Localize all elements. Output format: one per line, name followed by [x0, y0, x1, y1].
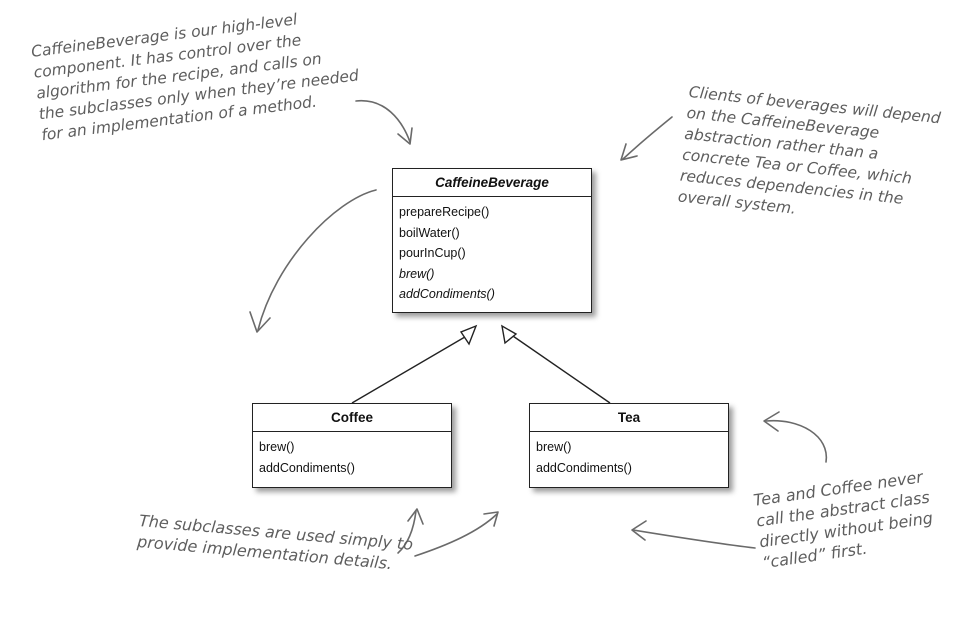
class-box-caffeine-beverage: CaffeineBeverage prepareRecipe() boilWat… — [392, 168, 592, 313]
arrow-to-tea-icon — [763, 411, 828, 463]
method-item: pourInCup() — [399, 246, 466, 260]
class-name: CaffeineBeverage — [393, 169, 591, 197]
class-box-coffee: Coffee brew() addCondiments() — [252, 403, 452, 488]
class-name: Tea — [530, 404, 728, 432]
arrow-to-caffeine-icon — [355, 100, 413, 145]
class-name: Coffee — [253, 404, 451, 432]
arrow-to-caffeine-from-right-icon — [620, 116, 673, 161]
inheritance-coffee — [351, 324, 478, 404]
annotation-clients-depend: Clients of beverages will depend on the … — [677, 82, 942, 234]
method-item: addCondiments() — [536, 460, 632, 475]
arrow-to-bottom-icon — [631, 520, 756, 549]
arrow-to-subclasses-icon — [414, 511, 499, 557]
method-item: brew() — [536, 440, 572, 454]
arrow-up-small-icon — [397, 508, 424, 554]
class-box-tea: Tea brew() addCondiments() — [529, 403, 729, 488]
method-item: addCondiments() — [399, 287, 495, 301]
method-item: brew() — [399, 266, 435, 281]
method-list: brew() addCondiments() — [530, 432, 728, 484]
method-list: brew() addCondiments() — [253, 432, 451, 484]
inheritance-tea — [501, 324, 611, 404]
arrow-curved-down-icon — [249, 189, 377, 333]
method-item: prepareRecipe() — [399, 205, 490, 219]
method-list: prepareRecipe() boilWater() pourInCup() … — [393, 197, 591, 311]
method-item: addCondiments() — [259, 460, 355, 475]
method-item: boilWater() — [399, 225, 460, 240]
method-item: brew() — [259, 440, 295, 454]
